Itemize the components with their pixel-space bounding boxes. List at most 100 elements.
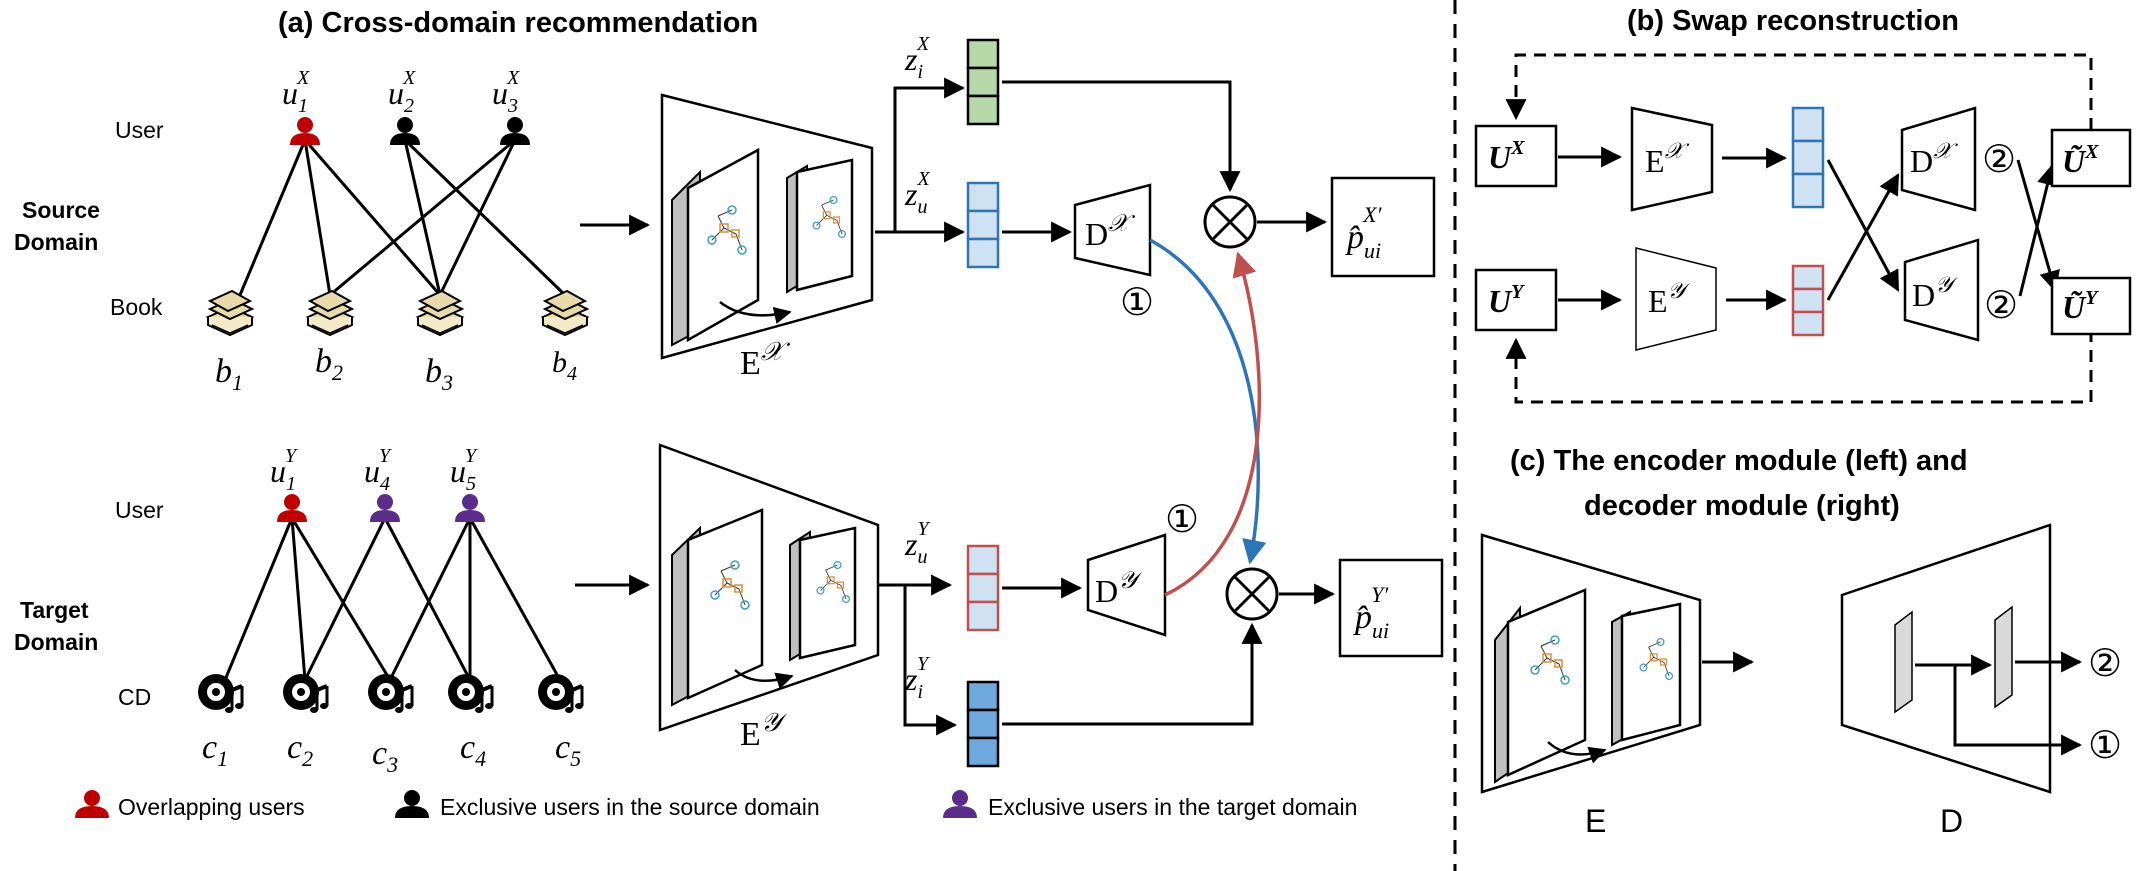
book-4-label: b4 — [552, 346, 577, 385]
arrow-vec-y-to-dx — [1826, 173, 1900, 301]
source-user-3-label: u3X — [492, 67, 520, 117]
cd-icon — [366, 672, 415, 715]
swap-uy-label: UY — [1488, 281, 1525, 319]
swap-ux-box — [1474, 124, 1558, 188]
swap-latent-y-vector — [1791, 264, 1825, 337]
module-encoder-label: E — [1585, 803, 1606, 839]
latent-zux-label: zuX — [904, 168, 930, 218]
target-domain-label-line1: Target — [20, 597, 89, 623]
decoder-y — [1086, 533, 1167, 637]
target-edges — [223, 517, 562, 681]
source-edges — [238, 138, 567, 297]
latent-ziy-vector — [966, 680, 1000, 768]
encoder-x — [660, 93, 874, 360]
book-2-label: b2 — [315, 343, 343, 385]
arrow-dy-to-ux-out — [2018, 163, 2058, 297]
module-decoder — [1840, 523, 2083, 794]
swap-decoder-x — [1900, 106, 1977, 212]
encoder-y — [658, 443, 880, 732]
target-item-row-label: CD — [118, 684, 151, 710]
user-icon — [390, 117, 420, 145]
decoder-x — [1073, 183, 1152, 277]
latent-zix-vector — [966, 38, 1000, 126]
loop-bottom-dashed — [1505, 330, 2093, 404]
latent-zix-label: ziX — [904, 33, 930, 83]
swap-ux-out-box — [2050, 128, 2132, 188]
module-decoder-label: D — [1940, 803, 1963, 839]
cd-5-label: c5 — [555, 729, 581, 771]
cd-4-label: c4 — [460, 729, 486, 771]
title-swap-reconstruction: (b) Swap reconstruction — [1627, 5, 1959, 37]
book-1-label: b1 — [215, 353, 243, 395]
user-icon — [277, 494, 307, 522]
product-x-operator — [1203, 195, 1257, 249]
user-icon — [455, 494, 485, 522]
output-x-box — [1330, 176, 1436, 278]
output-y-box — [1338, 558, 1444, 658]
target-user-row-label: User — [115, 497, 164, 523]
arrow-ziy-to-product-y — [1002, 622, 1263, 726]
latent-ziy-label: ziY — [904, 653, 930, 703]
swap-encoder-x-label: E𝒳 — [1645, 138, 1690, 179]
output-y-label: p̂uiY′ — [1353, 582, 1389, 643]
legend-source-exclusive-icon — [395, 790, 429, 818]
swap-uy-out-label: ŨY — [2062, 287, 2099, 325]
arrow-dx-to-product-y — [1149, 238, 1267, 565]
module-decoder-out-two: ② — [2088, 643, 2122, 685]
product-y-operator — [1225, 567, 1279, 621]
arrow-dy-to-product-x — [1164, 251, 1262, 597]
swap-uy-out-box — [2050, 276, 2132, 336]
swap-uy-box — [1474, 268, 1558, 332]
latent-zux-vector — [966, 181, 1000, 269]
swap-two-marker: ② — [1982, 139, 2016, 181]
cd-icon — [536, 672, 585, 715]
module-encoder — [1480, 533, 1702, 794]
book-icon — [207, 290, 253, 336]
book-icon — [307, 290, 353, 336]
cd-icon — [281, 672, 330, 715]
cd-icon — [196, 672, 245, 715]
swap-two-marker: ② — [1984, 285, 2018, 327]
user-icon — [290, 117, 320, 145]
swap-latent-x-vector — [1791, 106, 1825, 209]
legend-target-exclusive-icon — [943, 790, 977, 818]
source-domain-label-line2: Domain — [14, 229, 98, 255]
loop-top-dashed — [1505, 53, 2093, 130]
route-one-marker: ① — [1165, 499, 1199, 541]
arrow-ey-to-ziy — [880, 583, 958, 736]
source-user-row-label: User — [115, 117, 164, 143]
source-domain-label-line1: Source — [22, 197, 100, 223]
target-domain-label-line2: Domain — [14, 629, 98, 655]
swap-ux-label: UX — [1488, 137, 1525, 175]
module-decoder-out-one: ① — [2088, 725, 2122, 767]
title-modules-line1: (c) The encoder module (left) and — [1510, 445, 1968, 477]
legend-overlapping-icon — [75, 790, 109, 818]
cd-icon — [446, 672, 495, 715]
swap-encoder-x — [1630, 106, 1714, 212]
output-x-label: p̂uiX′ — [1345, 202, 1383, 263]
source-user-1-label: u1X — [282, 67, 310, 117]
encoder-x-label: E𝒳 — [740, 337, 791, 382]
latent-zuy-vector — [966, 544, 1000, 632]
arrow-zix-to-product-x — [1002, 80, 1241, 193]
source-item-row-label: Book — [110, 294, 163, 320]
cd-1-label: c1 — [202, 729, 228, 771]
source-user-2-label: u2X — [388, 67, 416, 117]
cd-2-label: c2 — [287, 729, 313, 771]
user-icon — [370, 494, 400, 522]
legend-target-exclusive-label: Exclusive users in the target domain — [988, 794, 1357, 820]
swap-decoder-y — [1903, 238, 1980, 342]
legend-overlapping-label: Overlapping users — [118, 794, 305, 820]
arrow-vec-x-to-dy — [1826, 159, 1900, 292]
swap-ux-out-label: ŨX — [2062, 141, 2099, 179]
title-modules-line2: decoder module (right) — [1584, 490, 1900, 522]
book-3-label: b3 — [425, 353, 453, 395]
cd-3-label: c3 — [372, 735, 398, 777]
latent-zuy-label: zuY — [904, 518, 930, 568]
encoder-y-label: E𝒴 — [740, 708, 788, 753]
legend-source-exclusive-label: Exclusive users in the source domain — [440, 794, 820, 820]
user-icon — [500, 117, 530, 145]
title-cross-domain: (a) Cross-domain recommendation — [278, 7, 758, 39]
book-icon — [417, 290, 463, 336]
target-user-4-label: u4Y — [364, 445, 392, 495]
